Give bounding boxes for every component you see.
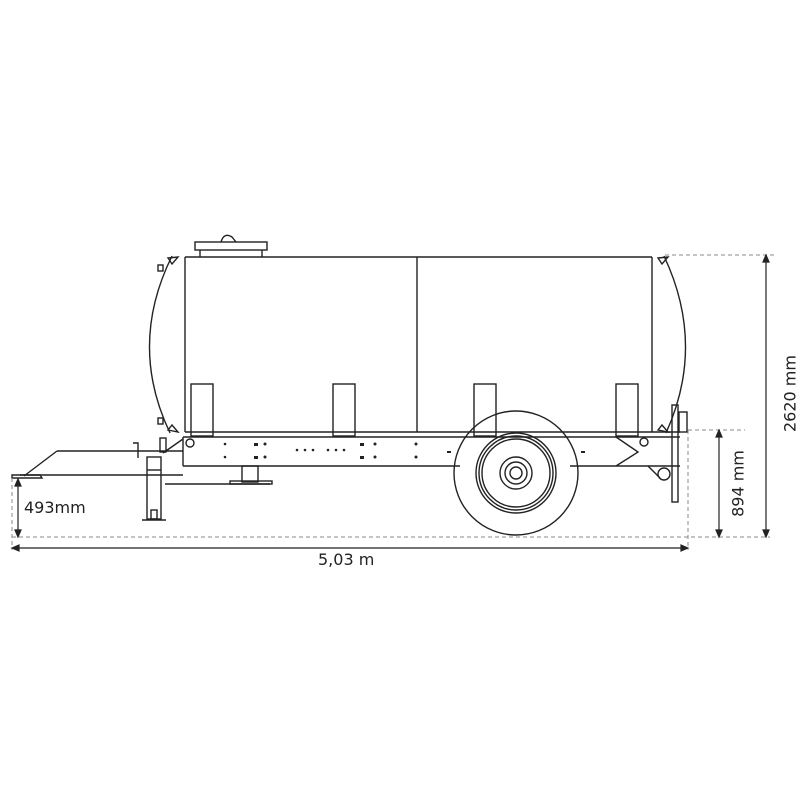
extension-lines	[11, 254, 775, 550]
jack-stand	[142, 456, 166, 521]
dim-total-height: 2620 mm	[780, 355, 800, 432]
tank-saddles	[190, 383, 639, 437]
chassis-frame	[182, 431, 680, 481]
brake-rod	[165, 465, 273, 485]
rear-light-post	[671, 404, 688, 503]
frame-bolts	[223, 442, 585, 459]
dim-total-length: 5,03 m	[318, 550, 375, 569]
dimension-arrows	[10, 253, 770, 552]
dim-drawbar-height: 493mm	[24, 498, 86, 517]
manhole-lid	[194, 234, 268, 257]
wheel	[453, 410, 579, 536]
tank-body	[148, 255, 687, 434]
dim-frame-height: 894 mm	[728, 450, 748, 517]
drawbar	[11, 437, 184, 479]
